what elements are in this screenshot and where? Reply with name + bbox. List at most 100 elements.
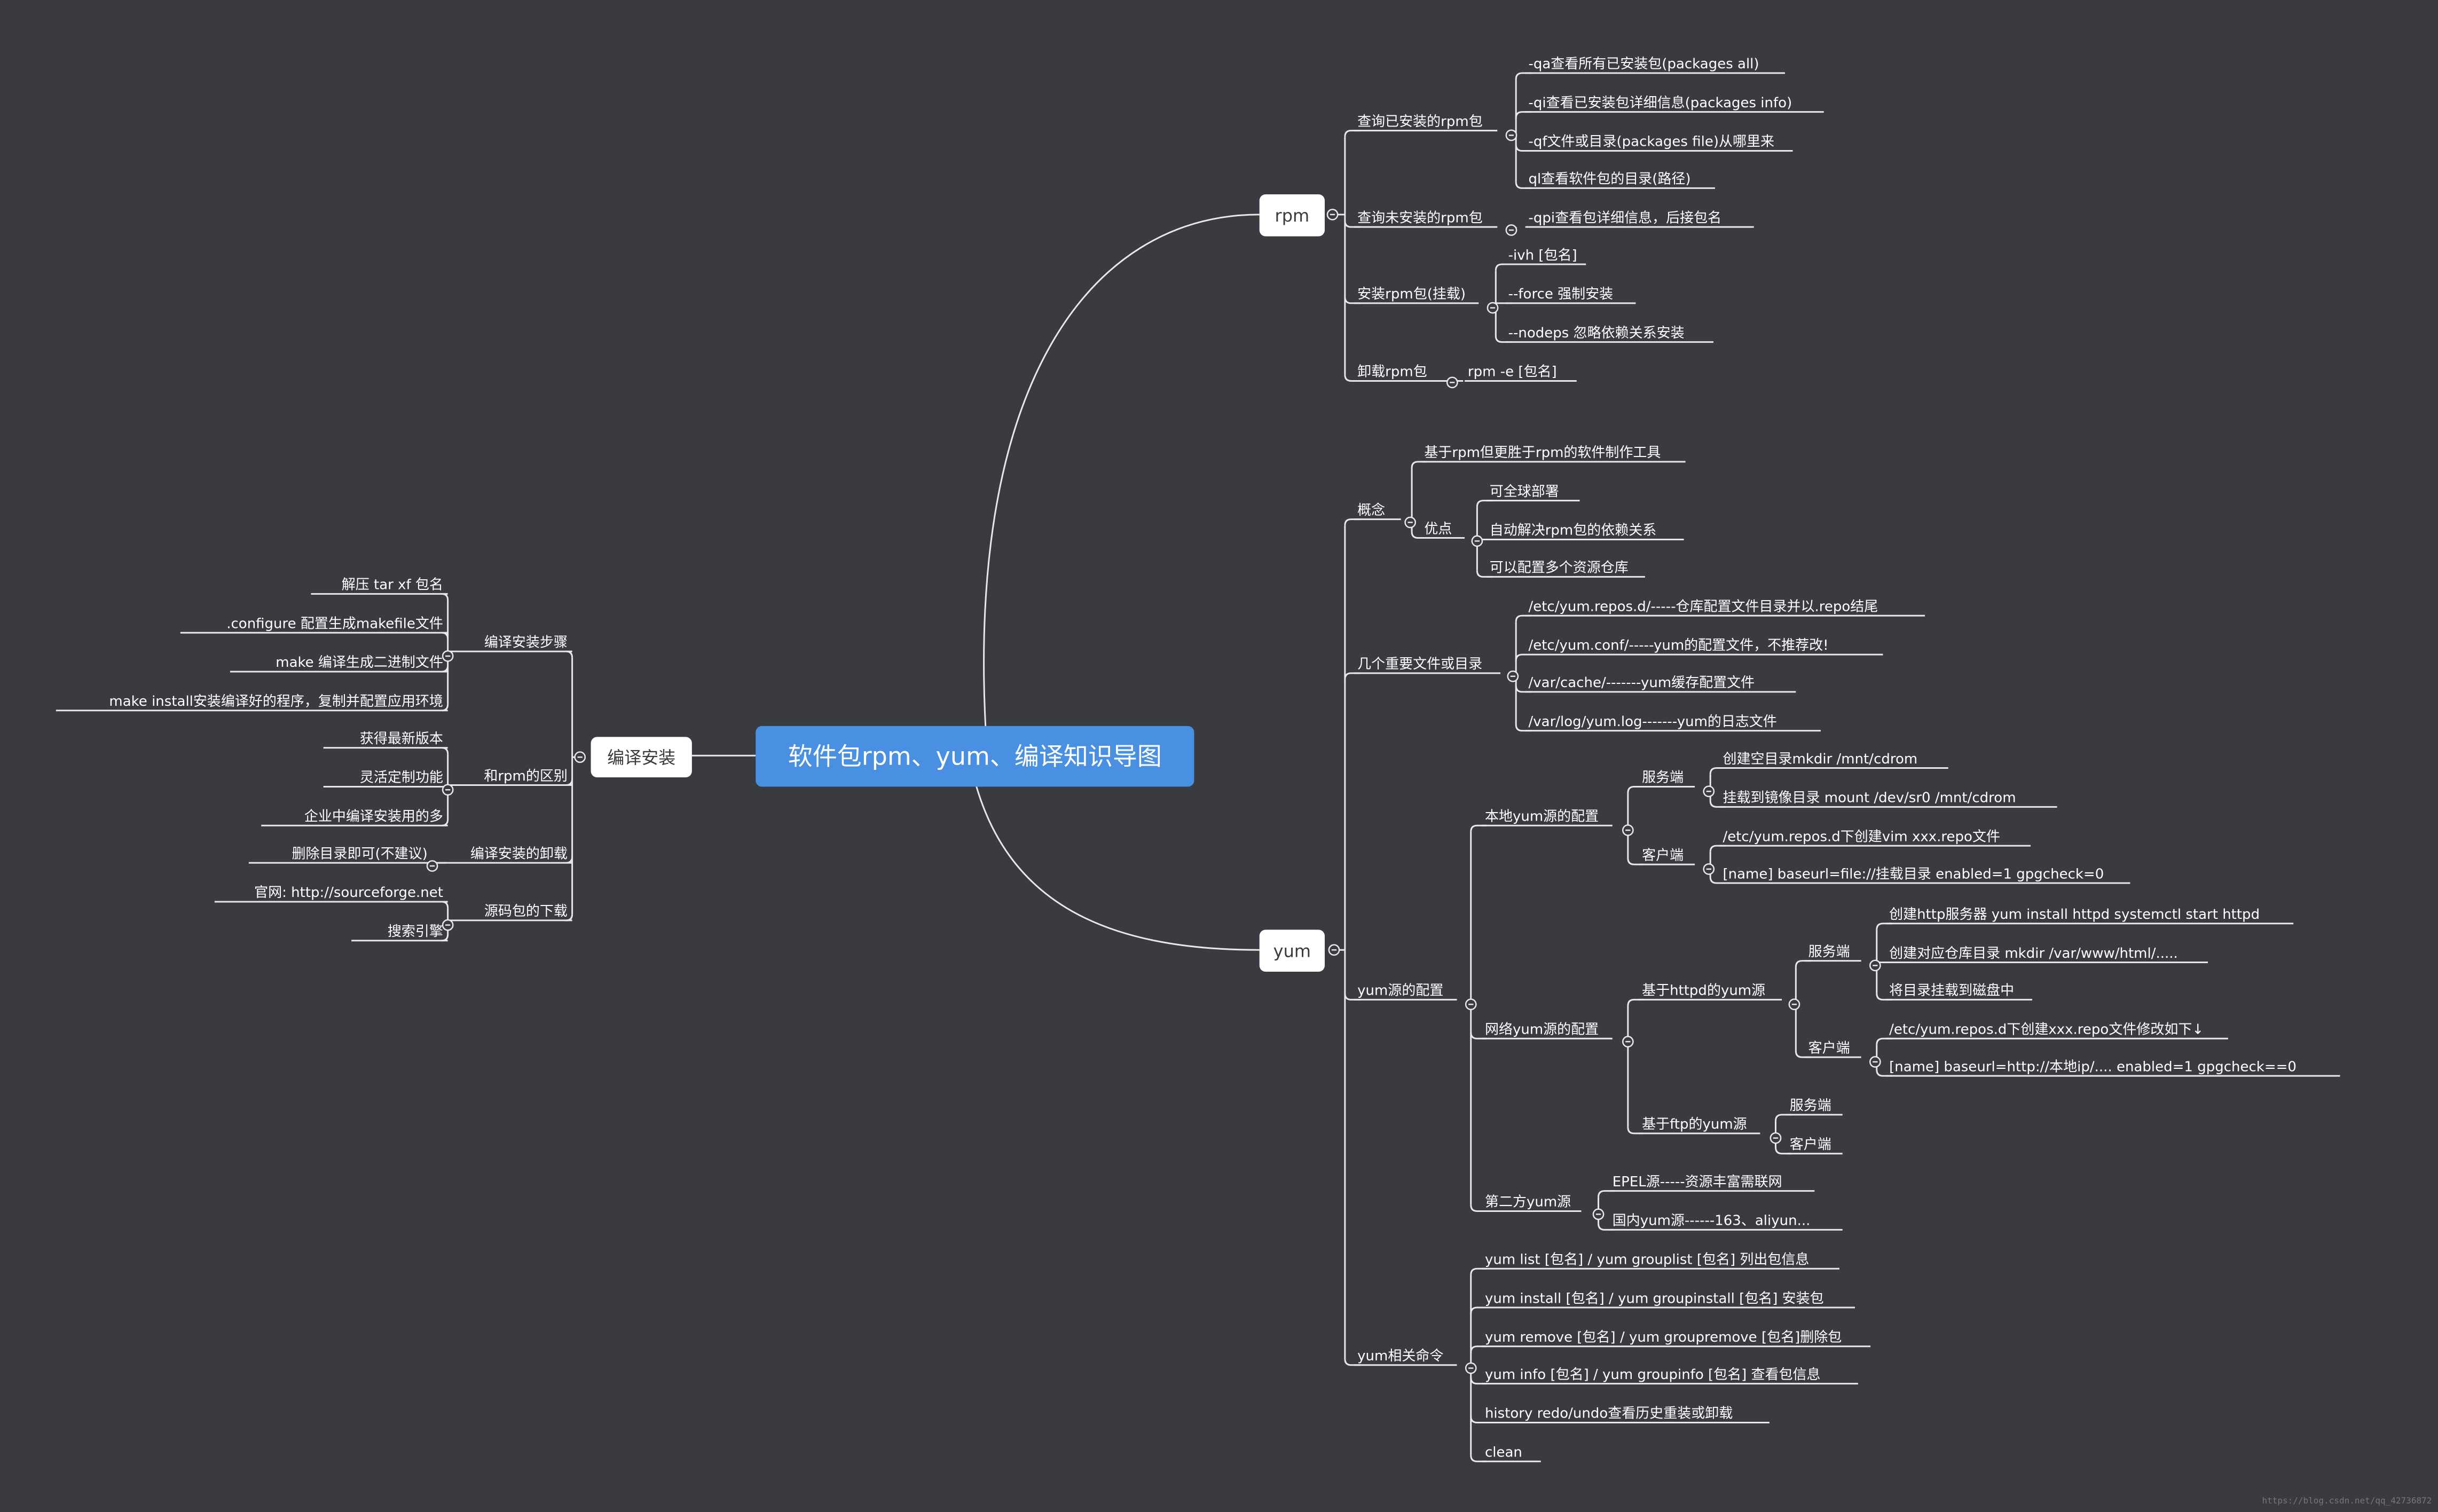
leaf-local-repo-file: /etc/yum.repos.d下创建vim xxx.repo文件 bbox=[1723, 829, 2000, 845]
connector bbox=[1470, 1032, 1487, 1040]
collapse-toggle[interactable] bbox=[442, 650, 454, 662]
collapse-toggle[interactable] bbox=[442, 919, 454, 931]
leaf-latest-version: 获得最新版本 bbox=[360, 731, 443, 747]
collapse-toggle[interactable] bbox=[1869, 1056, 1881, 1068]
connector bbox=[1709, 845, 1726, 852]
node-network-yum: 网络yum源的配置 bbox=[1485, 1021, 1599, 1037]
collapse-toggle[interactable] bbox=[1404, 516, 1417, 529]
topic-compile[interactable]: 编译安装 bbox=[591, 737, 692, 777]
connector bbox=[1515, 111, 1532, 119]
leaf-sourceforge: 官网: http://sourceforge.net bbox=[254, 885, 443, 901]
connector bbox=[1515, 686, 1532, 693]
connector bbox=[976, 786, 1260, 951]
connector bbox=[1344, 220, 1360, 228]
leaf-mkdir-cdrom: 创建空目录mkdir /mnt/cdrom bbox=[1723, 751, 1917, 767]
connector bbox=[1476, 500, 1493, 507]
leaf-yum-remove: yum remove [包名] / yum groupremove [包名]删除… bbox=[1485, 1329, 1842, 1345]
connector bbox=[1598, 1190, 1614, 1198]
leaf-tar-xf: 解压 tar xf 包名 bbox=[342, 577, 443, 593]
leaf-ftp-server: 服务端 bbox=[1790, 1098, 1831, 1114]
connector bbox=[983, 214, 1260, 756]
node-concept: 概念 bbox=[1357, 502, 1385, 518]
leaf-adv-global: 可全球部署 bbox=[1490, 484, 1559, 500]
leaf-qpi: -qpi查看包详细信息，后接包名 bbox=[1528, 210, 1721, 226]
connector bbox=[1709, 800, 1726, 808]
collapse-toggle[interactable] bbox=[1869, 959, 1881, 972]
leaf-concept-desc: 基于rpm但更胜于rpm的软件制作工具 bbox=[1424, 445, 1661, 461]
leaf-ivh: -ivh [包名] bbox=[1508, 247, 1577, 263]
connector bbox=[1344, 993, 1360, 1001]
collapse-toggle[interactable] bbox=[1769, 1132, 1782, 1144]
leaf-mount-sr0: 挂载到镜像目录 mount /dev/sr0 /mnt/cdrom bbox=[1723, 790, 2016, 806]
central-topic[interactable]: 软件包rpm、yum、编译知识导图 bbox=[756, 726, 1194, 787]
collapse-toggle[interactable] bbox=[1703, 785, 1715, 798]
collapse-toggle[interactable] bbox=[1465, 998, 1477, 1011]
connector bbox=[1515, 724, 1532, 732]
leaf-domestic-yum: 国内yum源------163、aliyun... bbox=[1613, 1213, 1811, 1229]
leaf-yum-conf: /etc/yum.conf/-----yum的配置文件，不推荐改! bbox=[1528, 637, 1828, 653]
leaf-ftp-client: 客户端 bbox=[1790, 1137, 1831, 1153]
collapse-toggle[interactable] bbox=[1622, 1036, 1634, 1048]
connector bbox=[1598, 1223, 1614, 1231]
collapse-toggle[interactable] bbox=[1471, 535, 1483, 547]
collapse-toggle[interactable] bbox=[1703, 863, 1715, 875]
collapse-toggle[interactable] bbox=[1592, 1208, 1605, 1220]
topic-yum[interactable]: yum bbox=[1259, 930, 1325, 972]
node-local-client: 客户端 bbox=[1642, 847, 1684, 863]
collapse-toggle[interactable] bbox=[1622, 824, 1634, 836]
connector bbox=[1344, 297, 1360, 304]
collapse-toggle[interactable] bbox=[1487, 302, 1499, 314]
collapse-toggle[interactable] bbox=[1465, 1362, 1477, 1374]
node-query-uninstalled: 查询未安装的rpm包 bbox=[1357, 210, 1483, 226]
leaf-yum-log: /var/log/yum.log-------yum的日志文件 bbox=[1528, 714, 1776, 730]
connector bbox=[1515, 72, 1532, 80]
connector bbox=[1411, 531, 1428, 539]
node-ftp-yum: 基于ftp的yum源 bbox=[1642, 1116, 1747, 1132]
leaf-local-baseurl: [name] baseurl=file://挂载目录 enabled=1 gpg… bbox=[1723, 866, 2104, 882]
collapse-toggle[interactable] bbox=[1505, 129, 1517, 141]
watermark-text: https://blog.csdn.net/qq_42736872 bbox=[2262, 1495, 2432, 1506]
leaf-enterprise-use: 企业中编译安装用的多 bbox=[304, 809, 443, 825]
leaf-search-engine: 搜索引擎 bbox=[388, 924, 443, 940]
connector bbox=[1775, 1114, 1791, 1121]
collapse-toggle[interactable] bbox=[574, 751, 586, 763]
connector bbox=[1344, 130, 1360, 137]
leaf-adv-repos: 可以配置多个资源仓库 bbox=[1490, 560, 1629, 576]
connector bbox=[1876, 1037, 1892, 1045]
node-files: 几个重要文件或目录 bbox=[1357, 656, 1482, 672]
collapse-toggle[interactable] bbox=[426, 860, 438, 872]
collapse-toggle[interactable] bbox=[1326, 208, 1339, 220]
leaf-var-cache: /var/cache/-------yum缓存配置文件 bbox=[1528, 675, 1755, 691]
collapse-toggle[interactable] bbox=[1788, 998, 1800, 1011]
connector bbox=[1411, 461, 1428, 468]
connector bbox=[441, 747, 449, 754]
collapse-toggle[interactable] bbox=[442, 784, 454, 796]
leaf-epel: EPEL源-----资源丰富需联网 bbox=[1613, 1174, 1782, 1190]
leaf-http-baseurl: [name] baseurl=http://本地ip/.... enabled=… bbox=[1889, 1059, 2297, 1075]
connector bbox=[441, 593, 449, 601]
collapse-toggle[interactable] bbox=[1446, 376, 1458, 389]
node-local-yum: 本地yum源的配置 bbox=[1485, 809, 1599, 825]
leaf-mount-disk: 将目录挂载到磁盘中 bbox=[1889, 983, 2014, 999]
leaf-ql: ql查看软件包的目录(路径) bbox=[1528, 171, 1690, 187]
collapse-toggle[interactable] bbox=[1328, 944, 1340, 956]
leaf-adv-deps: 自动解决rpm包的依赖关系 bbox=[1490, 523, 1657, 539]
node-third-yum: 第二方yum源 bbox=[1485, 1194, 1571, 1210]
topic-rpm[interactable]: rpm bbox=[1259, 194, 1325, 237]
leaf-force: --force 强制安装 bbox=[1508, 286, 1614, 302]
node-source-download: 源码包的下载 bbox=[484, 903, 568, 919]
leaf-history: history redo/undo查看历史重装或卸载 bbox=[1485, 1406, 1733, 1422]
central-topic-label: 软件包rpm、yum、编译知识导图 bbox=[788, 742, 1162, 771]
leaf-yum-install: yum install [包名] / yum groupinstall [包名]… bbox=[1485, 1290, 1824, 1306]
node-httpd-client: 客户端 bbox=[1808, 1040, 1850, 1056]
connector bbox=[1627, 858, 1643, 865]
node-compile-steps: 编译安装步骤 bbox=[484, 634, 568, 650]
connector bbox=[1344, 672, 1360, 680]
connector bbox=[1476, 570, 1493, 578]
connector bbox=[1515, 144, 1532, 152]
collapse-toggle[interactable] bbox=[1507, 670, 1519, 682]
collapse-toggle[interactable] bbox=[1505, 224, 1517, 236]
leaf-clean: clean bbox=[1485, 1445, 1522, 1461]
connector bbox=[1470, 1306, 1487, 1314]
leaf-make-install: make install安装编译好的程序，复制并配置应用环境 bbox=[109, 694, 443, 710]
